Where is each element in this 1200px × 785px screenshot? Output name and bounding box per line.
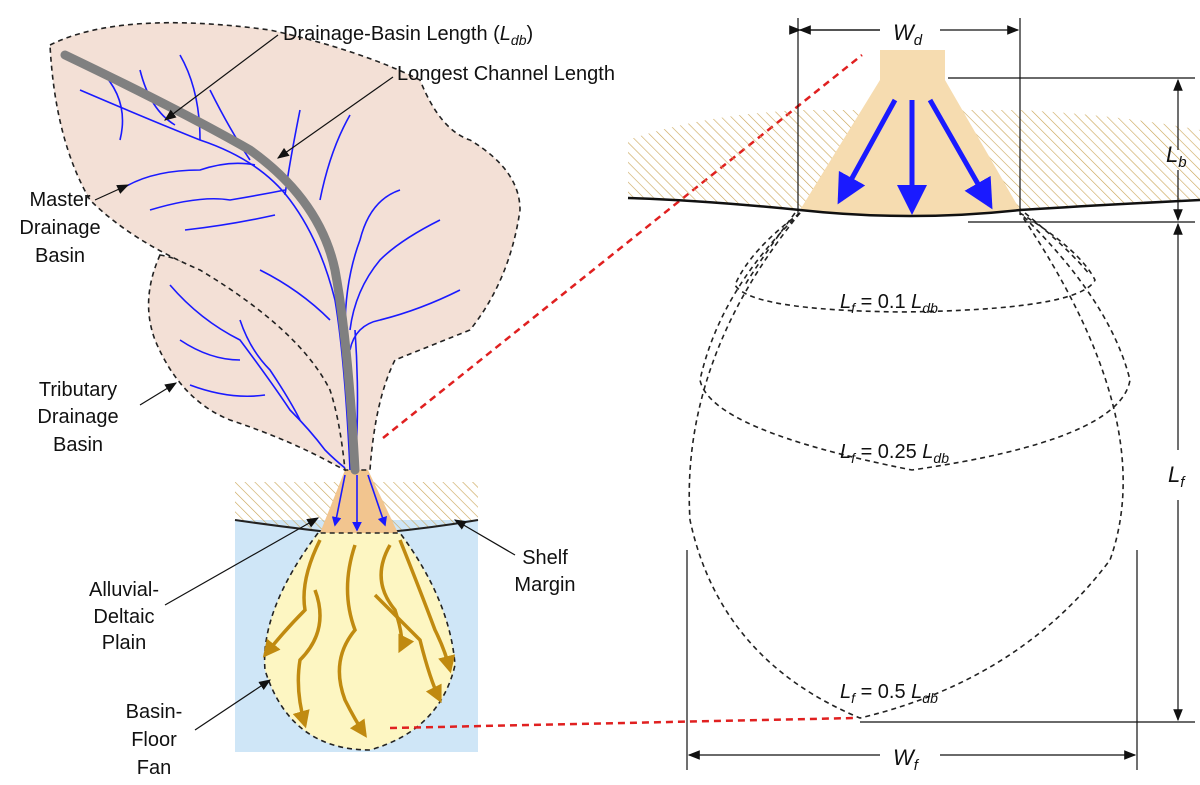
svg-text:Drainage: Drainage (37, 406, 118, 428)
right-panel: Wd Lb Lf Wf Lf = 0.1 Ldb Lf = 0.25 Ldb L… (627, 18, 1200, 774)
feeder-arrows-detail (837, 98, 993, 215)
tributary-basin-label: Tributary Drainage Basin (37, 379, 118, 456)
svg-text:Tributary: Tributary (39, 379, 117, 401)
longest-channel-label: Longest Channel Length (397, 63, 615, 85)
svg-text:Alluvial-: Alluvial- (89, 579, 159, 601)
shelf-margin-label: Shelf Margin (514, 547, 575, 596)
fan-outline-0-5 (688, 212, 1124, 719)
longest-channel (60, 50, 360, 475)
lb-label: Lb (1166, 142, 1187, 171)
zoom-connector-bottom (389, 716, 856, 730)
wf-label: Wf (893, 745, 920, 774)
wd-label-text: Wd (893, 20, 923, 49)
fan-length-0-25-label: Lf = 0.25 Ldb (840, 441, 949, 466)
drainage-channels (79, 54, 461, 471)
master-basin (49, 21, 521, 471)
svg-text:Shelf: Shelf (522, 547, 568, 569)
shelf-margin-detail (627, 196, 1200, 218)
svg-text:Basin: Basin (53, 434, 103, 456)
svg-text:Plain: Plain (102, 632, 146, 654)
fan-channels (262, 539, 456, 738)
left-panel: Drainage-Basin Length (Ldb) Longest Chan… (19, 21, 615, 779)
drainage-basin-length-label: Drainage-Basin Length (Ldb) (283, 23, 533, 48)
master-basin-label: Master Drainage Basin (19, 189, 100, 267)
svg-text:Drainage: Drainage (19, 217, 100, 239)
feeder-arrows (331, 474, 387, 532)
fan-outline-0-25 (699, 212, 1131, 471)
alluvial-plain-label: Alluvial- Deltaic Plain (89, 579, 159, 654)
fan-length-0-1-label: Lf = 0.1 Ldb (840, 291, 938, 316)
lf-label: Lf (1168, 462, 1186, 491)
fan-length-0-5-label: Lf = 0.5 Ldb (840, 681, 938, 706)
zoom-connector-top (382, 54, 863, 439)
svg-text:Margin: Margin (514, 574, 575, 596)
svg-text:Basin-: Basin- (126, 701, 183, 723)
basin-floor-fan-label: Basin- Floor Fan (126, 701, 183, 779)
svg-text:Master: Master (29, 189, 90, 211)
svg-text:Floor: Floor (131, 729, 177, 751)
svg-text:Deltaic: Deltaic (93, 606, 154, 628)
svg-text:Fan: Fan (137, 757, 171, 779)
basin-floor-fan (263, 532, 456, 751)
svg-text:Basin: Basin (35, 245, 85, 267)
